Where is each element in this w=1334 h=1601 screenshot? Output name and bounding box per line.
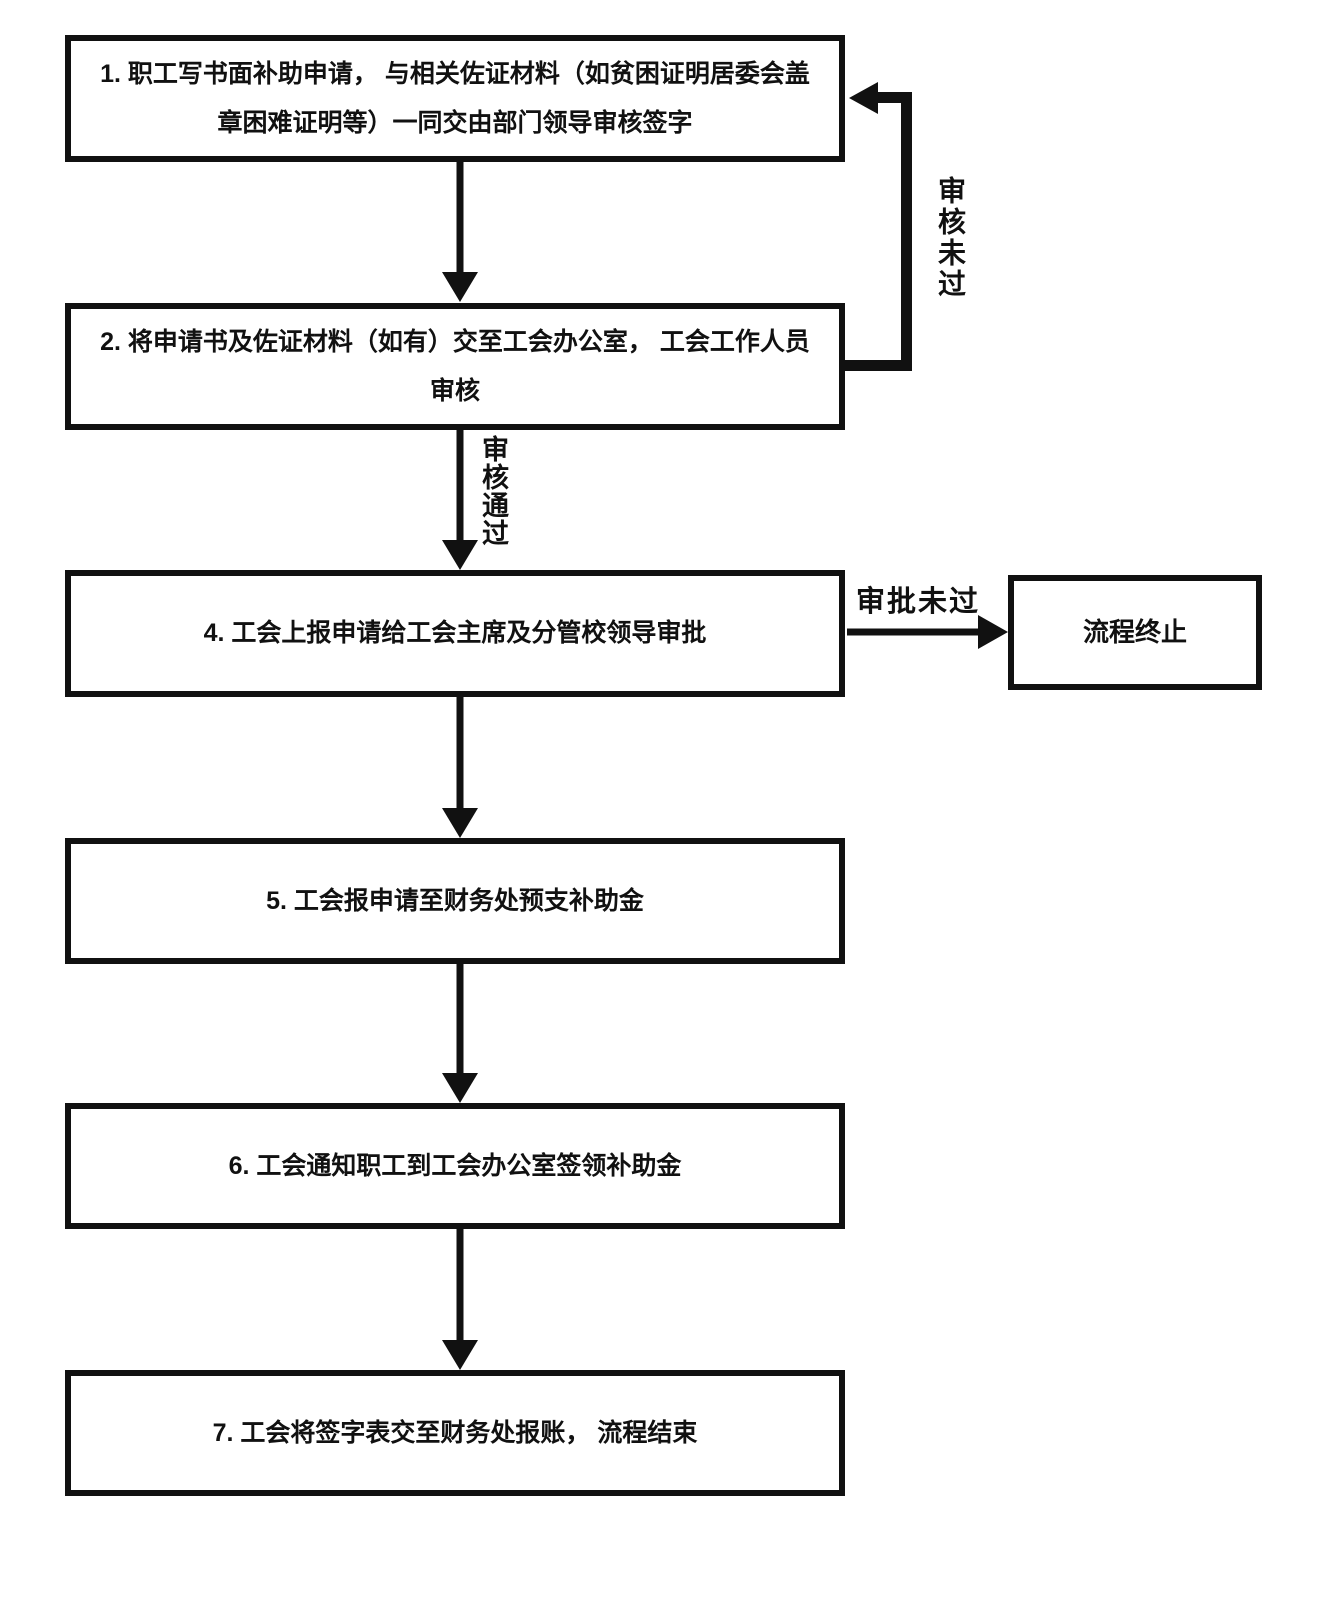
- arrow-shaft: [456, 964, 464, 1075]
- flow-step-1-box: 1. 职工写书面补助申请， 与相关佐证材料（如贫困证明居委会盖章困难证明等）一同…: [65, 35, 845, 162]
- arrow-step5-to-step6: [442, 964, 478, 1103]
- loop-top-segment: [876, 92, 912, 103]
- arrow-down-icon: [442, 272, 478, 302]
- flow-step-7-box: 7. 工会将签字表交至财务处报账， 流程结束: [65, 1370, 845, 1496]
- arrow-down-icon: [442, 1340, 478, 1370]
- flow-step-6-box: 6. 工会通知职工到工会办公室签领补助金: [65, 1103, 845, 1229]
- flow-terminate-label: 流程终止: [1082, 617, 1187, 648]
- flow-step-2-box: 2. 将申请书及佐证材料（如有）交至工会办公室， 工会工作人员审核: [65, 303, 845, 430]
- loop-bottom-segment: [845, 360, 912, 371]
- arrow-step4-to-step5: [442, 697, 478, 838]
- arrow-right-icon: [978, 615, 1008, 649]
- arrow-down-icon: [442, 540, 478, 570]
- flow-terminate-box: 流程终止: [1008, 575, 1262, 690]
- arrow-step1-to-step2: [442, 162, 478, 302]
- arrow-shaft: [456, 697, 464, 810]
- flow-step-1-label: 1. 职工写书面补助申请， 与相关佐证材料（如贫困证明居委会盖章困难证明等）一同…: [100, 59, 810, 137]
- arrow-down-icon: [442, 808, 478, 838]
- arrow-step4-to-terminate: [847, 615, 1008, 649]
- arrow-down-icon: [442, 1073, 478, 1103]
- flow-step-7-label: 7. 工会将签字表交至财务处报账， 流程结束: [212, 1418, 698, 1447]
- arrow-step6-to-step7: [442, 1229, 478, 1370]
- flow-step-6-label: 6. 工会通知职工到工会办公室签领补助金: [228, 1151, 682, 1180]
- loop-vertical-segment: [901, 92, 912, 371]
- flow-step-2-label: 2. 将申请书及佐证材料（如有）交至工会办公室， 工会工作人员审核: [100, 327, 810, 405]
- arrow-left-icon: [849, 82, 878, 114]
- arrow-step2-to-step4: [442, 430, 478, 570]
- flow-step-4-label: 4. 工会上报申请给工会主席及分管校领导审批: [203, 619, 707, 648]
- edge-label-review-pass: 审核通过: [478, 435, 508, 547]
- flow-step-4-box: 4. 工会上报申请给工会主席及分管校领导审批: [65, 570, 845, 697]
- arrow-shaft: [456, 430, 464, 542]
- edge-label-approve-fail: 审批未过: [856, 586, 981, 618]
- arrow-shaft: [456, 162, 464, 274]
- flow-step-5-box: 5. 工会报申请至财务处预支补助金: [65, 838, 845, 964]
- flow-step-5-label: 5. 工会报申请至财务处预支补助金: [266, 886, 644, 915]
- edge-label-review-fail: 审核未过: [935, 176, 966, 300]
- arrow-shaft: [847, 628, 980, 636]
- arrow-shaft: [456, 1229, 464, 1342]
